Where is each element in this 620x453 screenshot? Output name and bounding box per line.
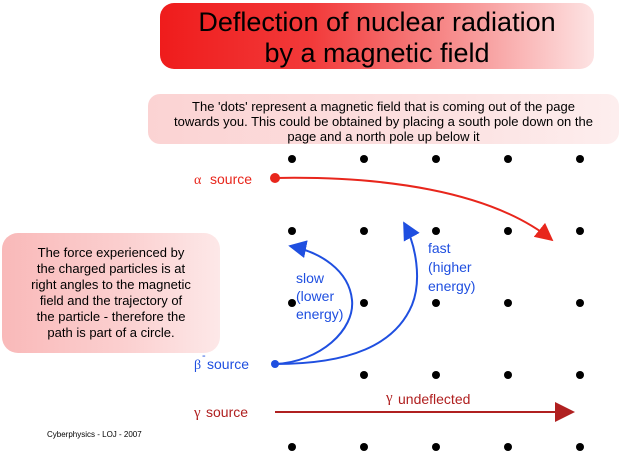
credit-text: Cyberphysics - LOJ - 2007	[47, 430, 142, 439]
force-note-line-6: path is part of a circle.	[47, 325, 175, 340]
gamma-undeflected-label: undeflected	[398, 391, 470, 407]
field-dot-r4-c5	[576, 371, 584, 379]
gamma-source-label: source	[206, 404, 248, 420]
alpha-symbol: α	[194, 173, 202, 188]
field-dot-r1-c2	[360, 155, 368, 163]
field-dot-r3-c1	[288, 299, 296, 307]
field-dot-r1-c3	[432, 155, 440, 163]
field-dot-r2-c4	[504, 227, 512, 235]
field-dot-r2-c2	[360, 227, 368, 235]
field-info-box: The 'dots' represent a magnetic field th…	[148, 94, 619, 144]
field-dot-r5-c3	[432, 443, 440, 451]
field-dot-r5-c4	[504, 443, 512, 451]
beta-symbol: β	[194, 358, 201, 373]
field-dot-r5-c5	[576, 443, 584, 451]
alpha-trajectory	[274, 176, 554, 242]
field-dot-r1-c1	[288, 155, 296, 163]
field-info-line-1: The 'dots' represent a magnetic field th…	[192, 99, 575, 114]
field-info-line-2: towards you. This could be obtained by p…	[174, 114, 593, 129]
beta-fast-trajectory	[274, 221, 420, 365]
force-note-line-5: the particle - therefore the	[36, 309, 186, 324]
field-dot-r2-c3	[432, 227, 440, 235]
gamma-undeflected-symbol: γ	[385, 390, 393, 406]
field-dot-r1-c4	[504, 155, 512, 163]
field-dot-r4-c3	[432, 371, 440, 379]
field-dot-r2-c1	[288, 227, 296, 235]
field-dot-r4-c2	[360, 371, 368, 379]
beta-slow-trajectory	[274, 240, 354, 365]
field-dot-r5-c1	[288, 443, 296, 451]
force-note-line-4: field and the trajectory of	[39, 293, 183, 308]
beta-fast-label: fast (higher energy)	[428, 240, 475, 294]
force-note-line-2: the charged particles is at	[36, 261, 186, 276]
beta-slow-label: slow (lower energy)	[296, 270, 343, 322]
field-dot-r2-c5	[576, 227, 584, 235]
field-dot-r3-c4	[504, 299, 512, 307]
force-note-line-1: The force experienced by	[37, 245, 185, 260]
title-line-1: Deflection of nuclear radiation	[198, 7, 556, 37]
title-line-2: by a magnetic field	[264, 38, 490, 68]
beta-superscript: -	[202, 350, 206, 362]
field-info-line-3: page and a north pole up below it	[287, 129, 480, 144]
field-dot-r4-c4	[504, 371, 512, 379]
field-dot-r1-c5	[576, 155, 584, 163]
beta-source-label: source	[207, 356, 249, 372]
field-dot-r3-c3	[432, 299, 440, 307]
gamma-symbol: γ	[193, 405, 201, 421]
magnetic-field-dots	[288, 155, 584, 451]
field-dot-r3-c5	[576, 299, 584, 307]
force-note-box: The force experienced by the charged par…	[2, 233, 220, 353]
field-dot-r3-c2	[360, 299, 368, 307]
field-dot-r5-c2	[360, 443, 368, 451]
alpha-source-label: source	[210, 171, 252, 187]
force-note-line-3: right angles to the magnetic	[31, 277, 191, 292]
title-banner: Deflection of nuclear radiation by a mag…	[160, 3, 594, 69]
